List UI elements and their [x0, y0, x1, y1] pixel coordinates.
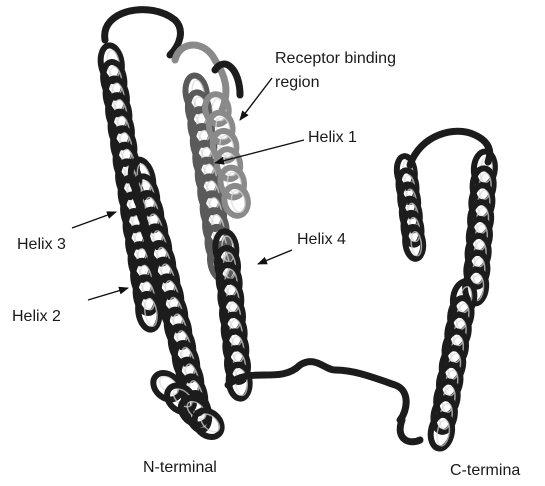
- helix-turn: [222, 184, 251, 218]
- receptor-binding-arrow: [240, 78, 272, 120]
- helix-1-label: Helix 1: [308, 128, 357, 148]
- helix-3-arrow: [72, 212, 116, 228]
- crossover-loop: [228, 362, 406, 420]
- c-terminal-helix-a: [395, 155, 425, 260]
- c-terminal-bottom-loop: [400, 420, 420, 442]
- helix-3-label: Helix 3: [17, 235, 66, 255]
- helix-2-arrow: [88, 288, 128, 300]
- receptor-binding-label-line2: region: [275, 73, 319, 93]
- n-terminal-label: N-terminal: [143, 458, 217, 478]
- c-terminal-label: C-termina: [450, 461, 520, 481]
- helix-4-arrow: [258, 250, 292, 264]
- c-terminal-helix-c: [428, 280, 476, 450]
- receptor-binding-label-line1: Receptor binding: [275, 49, 396, 69]
- helix-2-label: Helix 2: [12, 307, 61, 327]
- helix-4-label: Helix 4: [297, 230, 346, 250]
